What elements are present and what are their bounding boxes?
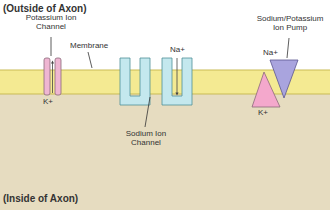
leader-line xyxy=(51,37,52,56)
region-label: (Inside of Axon) xyxy=(3,193,78,205)
leader-line xyxy=(145,97,150,127)
sodium-flow-arrow xyxy=(177,58,178,94)
potassium-flow-arrow xyxy=(52,62,53,93)
part-label: Sodium Ion Channel xyxy=(122,129,170,147)
potassium-channel-wall xyxy=(55,58,61,95)
ion-label: Na+ xyxy=(263,48,278,57)
ion-label: K+ xyxy=(258,108,268,117)
potassium-channel-wall xyxy=(44,58,50,95)
leader-line xyxy=(88,52,92,68)
pump-sodium-subunit xyxy=(270,60,298,98)
sodium-channel-unit xyxy=(120,58,150,105)
ion-label: K+ xyxy=(43,97,53,106)
part-label: Membrane xyxy=(70,41,108,50)
pump-potassium-subunit xyxy=(252,72,280,107)
inside-region xyxy=(0,94,330,210)
part-label: Potassium Ion Channel xyxy=(22,13,80,31)
part-label: Sodium/Potassium Ion Pump xyxy=(254,14,326,32)
leader-line xyxy=(287,38,289,58)
ion-label: Na+ xyxy=(170,45,185,54)
region-label: (Outside of Axon) xyxy=(3,3,87,15)
sodium-channel-unit xyxy=(162,58,192,105)
